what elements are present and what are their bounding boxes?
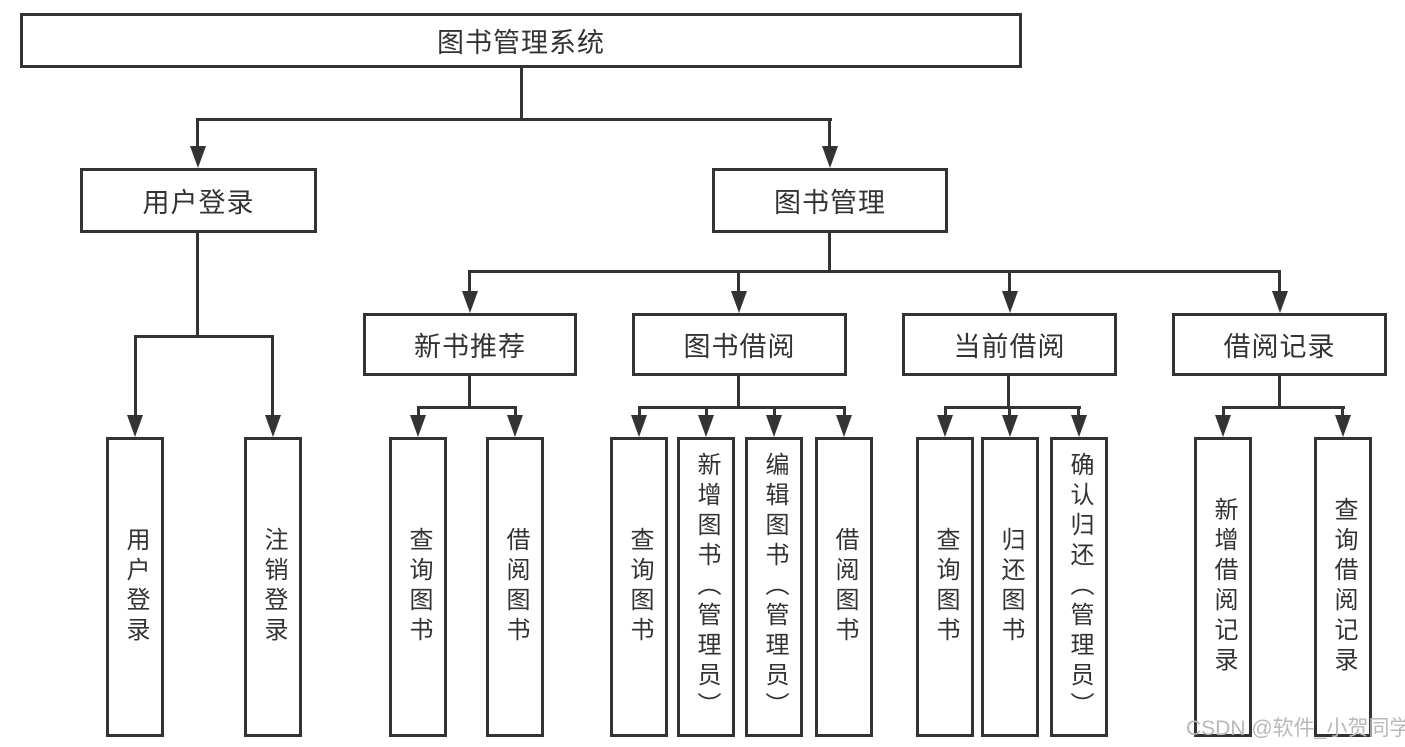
node-book-management: 图书管理 <box>712 168 948 233</box>
node-label: 借阅图书 <box>502 527 529 647</box>
arrowhead-down-icon <box>265 415 281 437</box>
connector-line <box>705 406 708 418</box>
connector-line <box>737 270 740 294</box>
connector-line <box>1222 406 1225 418</box>
node-label: 当前借阅 <box>953 332 1066 362</box>
node-library-management-system: 图书管理系统 <box>20 13 1022 68</box>
node-label: 查询图书 <box>626 527 653 647</box>
leaf-return-book: 归还图书 <box>981 437 1039 737</box>
leaf-add-borrow-record: 新增借阅记录 <box>1194 437 1252 737</box>
connector-line <box>638 406 846 409</box>
node-label: 借阅图书 <box>831 527 858 647</box>
node-user-login: 用户登录 <box>80 168 317 233</box>
arrowhead-down-icon <box>698 415 714 437</box>
connector-line <box>1278 376 1281 406</box>
node-label: 注销登录 <box>260 527 287 647</box>
leaf-logout: 注销登录 <box>244 437 302 737</box>
connector-line <box>417 406 420 418</box>
arrowhead-down-icon <box>190 146 206 168</box>
node-label: 查询借阅记录 <box>1330 497 1357 677</box>
arrowhead-down-icon <box>410 415 426 437</box>
connector-line <box>1222 406 1345 409</box>
node-label: 归还图书 <box>997 527 1024 647</box>
node-borrowing-records: 借阅记录 <box>1172 313 1387 376</box>
connector-line <box>1341 406 1344 418</box>
connector-line <box>514 406 517 418</box>
connector-line <box>271 335 274 417</box>
connector-line <box>944 406 1081 409</box>
leaf-borrow-books: 借阅图书 <box>815 437 873 737</box>
connector-line <box>520 68 523 118</box>
arrowhead-down-icon <box>462 291 478 313</box>
leaf-query-books-current: 查询图书 <box>916 437 974 737</box>
node-label: 查询图书 <box>405 527 432 647</box>
node-new-book-recommendation: 新书推荐 <box>363 313 577 376</box>
connector-line <box>197 118 832 121</box>
leaf-query-books-recommend: 查询图书 <box>389 437 447 737</box>
connector-line <box>469 270 1281 273</box>
node-label: 图书管理系统 <box>437 28 605 58</box>
node-label: 新增借阅记录 <box>1210 497 1237 677</box>
arrowhead-down-icon <box>766 415 782 437</box>
node-label: 确认归还（管理员） <box>1066 452 1093 722</box>
leaf-edit-book-admin: 编辑图书（管理员） <box>745 437 803 737</box>
leaf-confirm-return-admin: 确认归还（管理员） <box>1050 437 1108 737</box>
arrowhead-down-icon <box>1002 291 1018 313</box>
arrowhead-down-icon <box>731 291 747 313</box>
node-label: 查询图书 <box>932 527 959 647</box>
arrowhead-down-icon <box>1335 415 1351 437</box>
node-label: 借阅记录 <box>1223 332 1336 362</box>
arrowhead-down-icon <box>127 415 143 437</box>
connector-line <box>468 270 471 294</box>
connector-line <box>196 233 199 335</box>
node-current-borrowing: 当前借阅 <box>902 313 1117 376</box>
connector-line <box>134 335 274 338</box>
connector-line <box>843 406 846 418</box>
node-label: 编辑图书（管理员） <box>761 452 788 722</box>
leaf-borrow-books-recommend: 借阅图书 <box>486 437 544 737</box>
node-label: 图书管理 <box>774 188 886 218</box>
connector-line <box>1008 270 1011 294</box>
leaf-add-book-admin: 新增图书（管理员） <box>677 437 735 737</box>
connector-line <box>737 376 740 406</box>
connector-line <box>196 118 199 150</box>
arrowhead-down-icon <box>937 415 953 437</box>
node-label: 用户登录 <box>122 527 149 647</box>
connector-line <box>1008 406 1011 418</box>
arrowhead-down-icon <box>507 415 523 437</box>
connector-line <box>944 406 947 418</box>
leaf-query-borrow-record: 查询借阅记录 <box>1314 437 1372 737</box>
node-label: 新增图书（管理员） <box>693 452 720 722</box>
arrowhead-down-icon <box>1071 415 1087 437</box>
arrowhead-down-icon <box>631 415 647 437</box>
arrowhead-down-icon <box>822 146 838 168</box>
arrowhead-down-icon <box>1215 415 1231 437</box>
connector-line <box>1077 406 1080 418</box>
connector-line <box>828 118 831 150</box>
arrowhead-down-icon <box>1272 291 1288 313</box>
connector-line <box>417 406 517 409</box>
csdn-watermark: CSDN @软件_小贺同学 <box>1186 717 1405 740</box>
leaf-user-login: 用户登录 <box>106 437 164 737</box>
node-book-borrowing: 图书借阅 <box>632 313 847 376</box>
arrowhead-down-icon <box>1002 415 1018 437</box>
connector-line <box>638 406 641 418</box>
node-label: 新书推荐 <box>414 332 526 362</box>
connector-line <box>828 233 831 270</box>
connector-line <box>773 406 776 418</box>
connector-line <box>1278 270 1281 294</box>
connector-line <box>468 376 471 406</box>
leaf-query-books-borrowing: 查询图书 <box>610 437 668 737</box>
node-label: 图书借阅 <box>683 332 796 362</box>
arrowhead-down-icon <box>836 415 852 437</box>
connector-line <box>1007 376 1010 406</box>
connector-line <box>134 335 137 417</box>
node-label: 用户登录 <box>142 188 255 218</box>
